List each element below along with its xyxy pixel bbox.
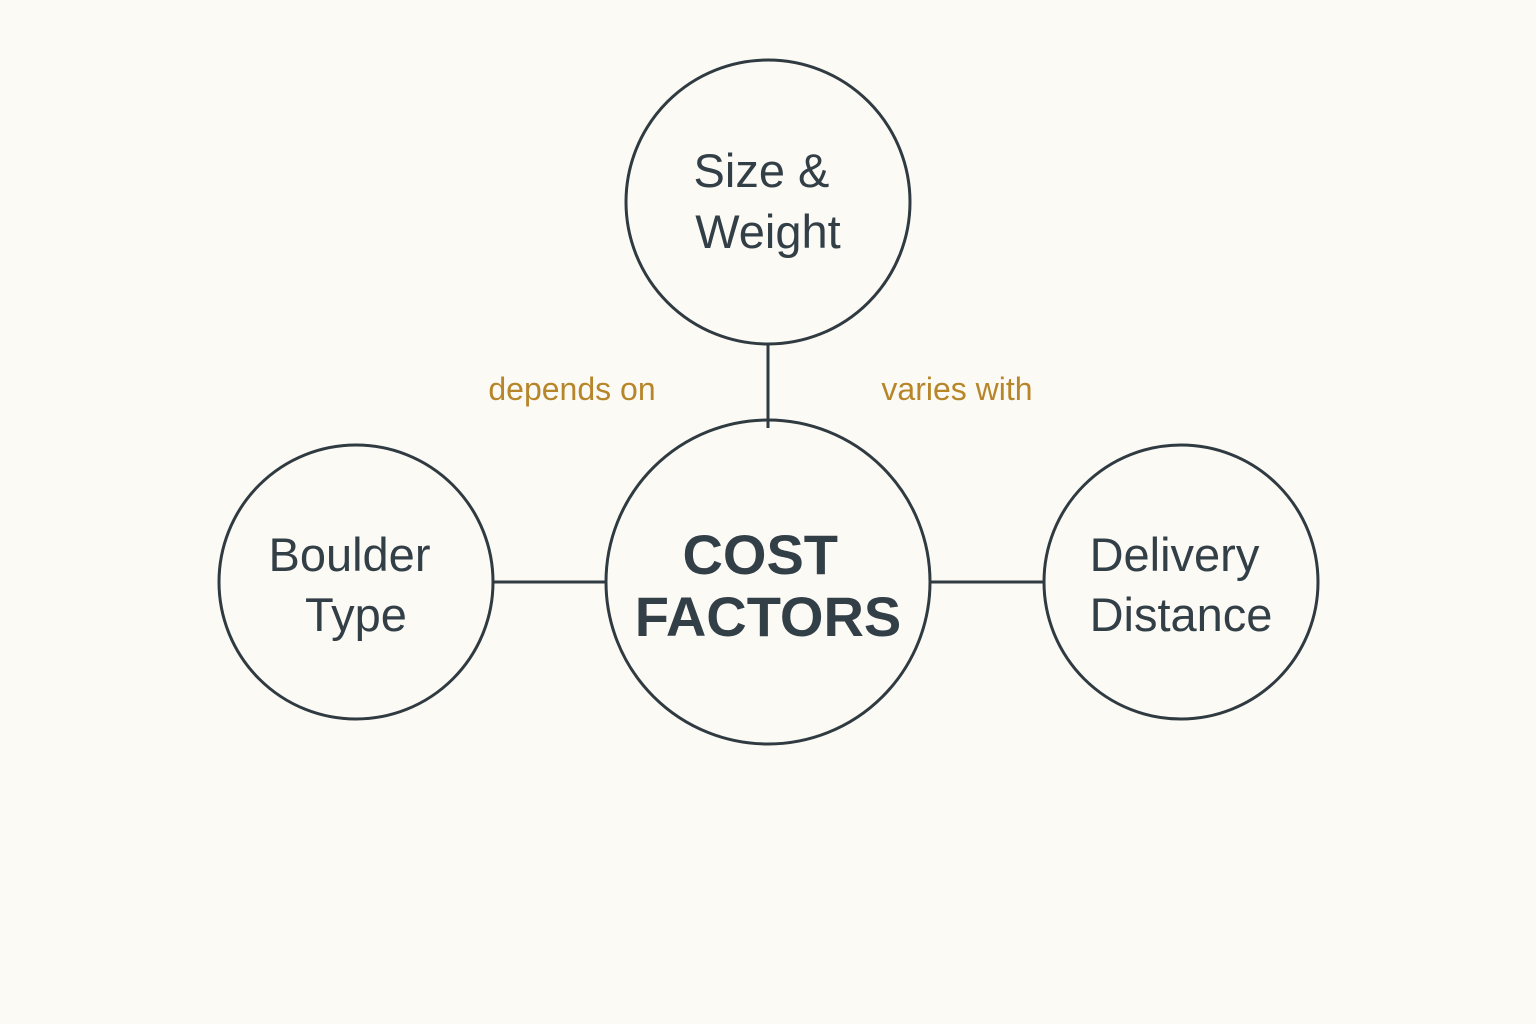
node-size-weight-label: Size & Weight bbox=[694, 144, 843, 258]
node-boulder-type-line-1: Boulder bbox=[268, 528, 430, 581]
node-size-weight-line-1: Size & bbox=[694, 144, 830, 197]
node-cost-factors-line-1: COST bbox=[682, 523, 838, 586]
node-size-weight-circle bbox=[624, 58, 912, 346]
node-delivery-distance-label: Delivery Distance bbox=[1090, 528, 1273, 641]
edge-label-depends-on: depends on bbox=[488, 371, 655, 407]
node-boulder-type: Boulder Type bbox=[217, 443, 495, 721]
node-boulder-type-line-2: Type bbox=[305, 588, 407, 641]
node-delivery-distance-line-2: Distance bbox=[1090, 588, 1273, 641]
node-delivery-distance: Delivery Distance bbox=[1042, 443, 1320, 721]
node-delivery-distance-line-1: Delivery bbox=[1090, 528, 1260, 581]
node-size-weight: Size & Weight bbox=[624, 58, 912, 346]
node-cost-factors: COST FACTORS bbox=[604, 418, 932, 746]
node-delivery-distance-circle bbox=[1042, 443, 1320, 721]
node-boulder-type-label: Boulder Type bbox=[268, 528, 443, 641]
node-cost-factors-line-2: FACTORS bbox=[635, 585, 902, 648]
node-boulder-type-circle bbox=[217, 443, 495, 721]
node-cost-factors-circle bbox=[604, 418, 932, 746]
node-cost-factors-label: COST FACTORS bbox=[635, 523, 902, 648]
node-size-weight-line-2: Weight bbox=[695, 205, 840, 258]
edge-label-varies-with: varies with bbox=[881, 371, 1032, 407]
